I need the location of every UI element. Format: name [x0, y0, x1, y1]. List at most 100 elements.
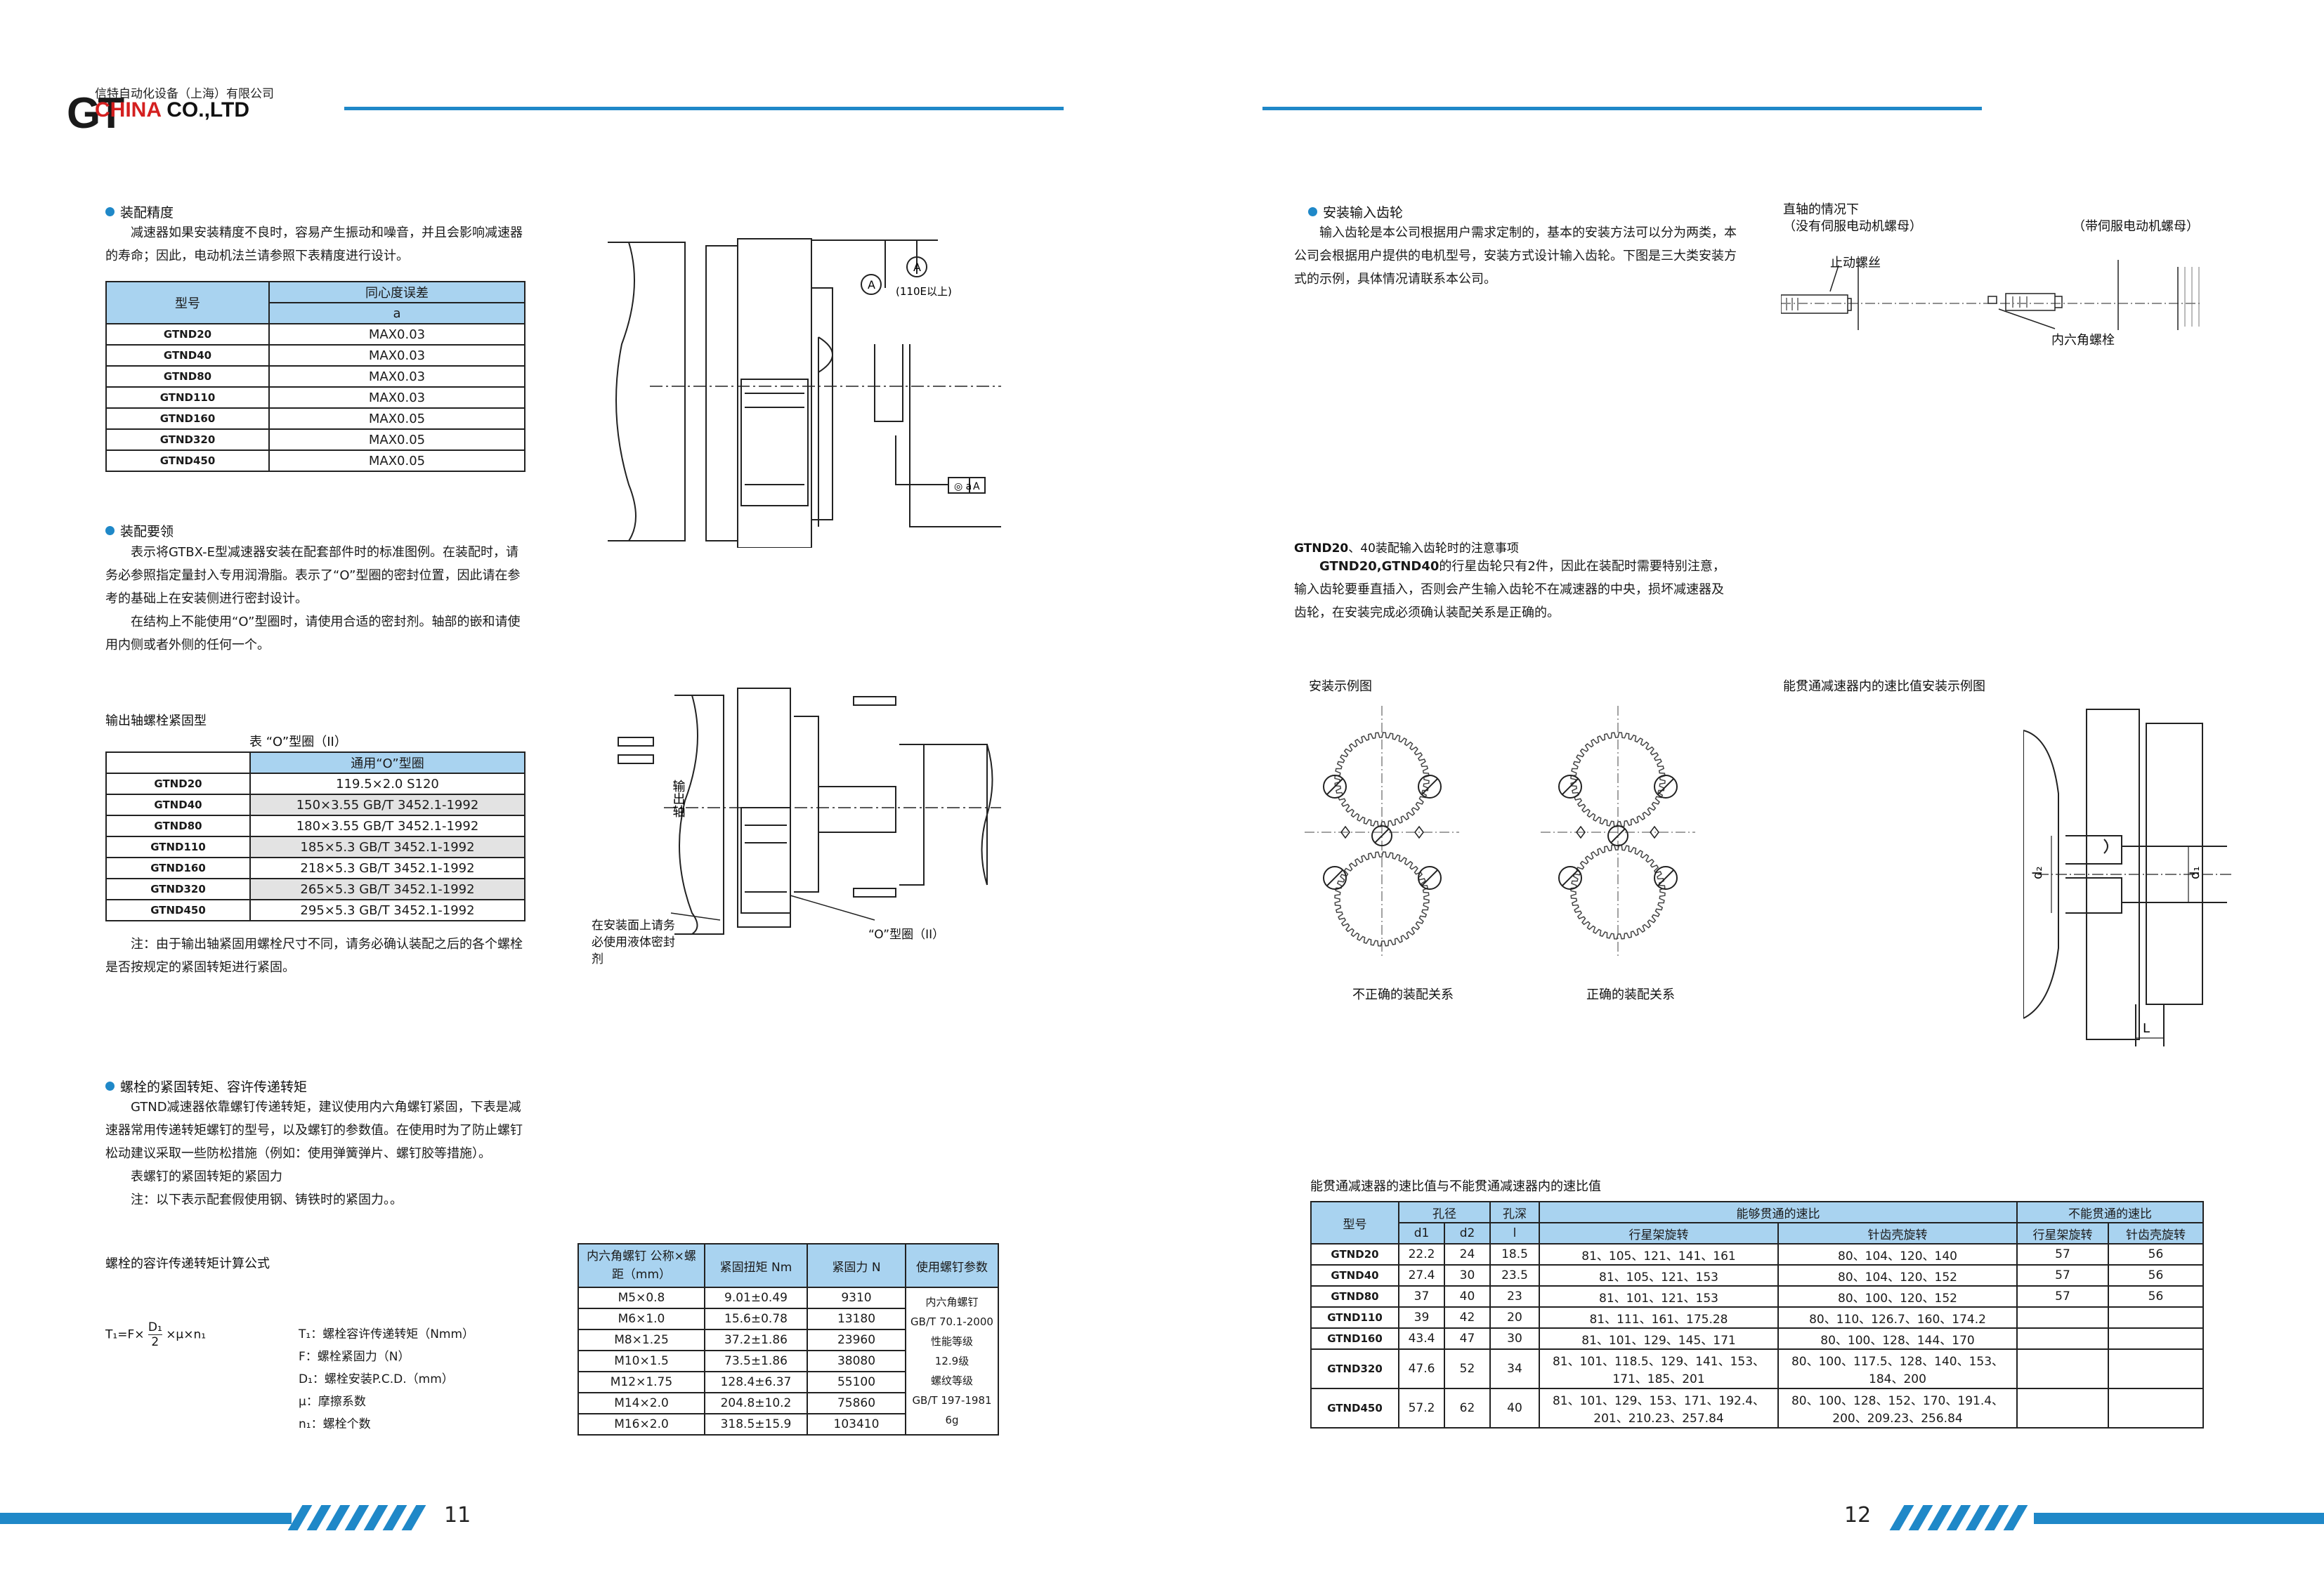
model-cell: GTND80 — [1310, 1285, 1399, 1308]
company-name-cn: 信特自动化设备（上海）有限公司 — [95, 87, 274, 101]
value-cell: MAX0.03 — [268, 344, 525, 367]
force-cell: 38080 — [807, 1350, 906, 1372]
npin-cell: 56 — [2108, 1285, 2204, 1308]
set-screw-label: 止动螺丝 — [1830, 256, 1881, 270]
planet-cell: 81、101、129、145、171 — [1539, 1327, 1779, 1350]
d2-cell: 24 — [1444, 1243, 1491, 1266]
assembly-points-body: 表示将GTBX-E型减速器安装在配套部件时的标准图例。在装配时，请务必参照指定量… — [105, 545, 521, 652]
bullet-icon — [1308, 207, 1317, 216]
value-cell: MAX0.03 — [268, 386, 525, 409]
pin-cell: 80、110、126.7、160、174.2 — [1777, 1306, 2018, 1329]
bullet-icon — [105, 207, 115, 216]
oring-note: 注：由于输出轴紧固用螺栓尺寸不同，请务必确认装配之后的各个螺栓是否按规定的紧固转… — [105, 937, 523, 975]
np-cell: 57 — [2016, 1264, 2109, 1287]
col-bore: 孔径 — [1398, 1201, 1491, 1223]
drawing-note: (110E以上) — [896, 285, 952, 298]
model-cell: GTND450 — [105, 899, 251, 921]
footer-bar-left — [0, 1513, 292, 1524]
accuracy-body: 减速器如果安装精度不良时，容易产生振动和噪音，并且会影响减速器的寿命；因此，电动… — [105, 225, 523, 263]
d2-cell: 52 — [1444, 1348, 1491, 1389]
col-params: 使用螺钉参数 — [905, 1243, 999, 1288]
value-cell: 185×5.3 GB/T 3452.1-1992 — [249, 836, 525, 858]
d1-cell: 39 — [1398, 1306, 1445, 1329]
pin-cell: 80、100、128、144、170 — [1777, 1327, 2018, 1350]
force-cell: 103410 — [807, 1413, 906, 1436]
pin-cell: 80、104、120、152 — [1777, 1264, 2018, 1287]
force-cell: 23960 — [807, 1329, 906, 1351]
section-title-assembly-points: 装配要领 — [105, 521, 174, 540]
value-cell: 218×5.3 GB/T 3452.1-1992 — [249, 857, 525, 879]
gear-diagrams — [1305, 706, 1695, 959]
d1-label: d₁ — [2188, 866, 2202, 879]
value-cell: 119.5×2.0 S120 — [249, 773, 525, 795]
model-cell: GTND40 — [1310, 1264, 1399, 1287]
planet-cell: 81、105、121、141、161 — [1539, 1243, 1779, 1266]
l-cell: 30 — [1489, 1327, 1540, 1350]
notice-body: GTND20,GTND40的行星齿轮只有2件，因此在装配时需要特别注意，输入齿轮… — [1294, 559, 1725, 620]
shaft-label: 输出轴 — [671, 780, 686, 817]
wrong-assembly-label: 不正确的装配关系 — [1352, 987, 1454, 1002]
value-cell: 265×5.3 GB/T 3452.1-1992 — [249, 878, 525, 900]
size-cell: M12×1.75 — [577, 1371, 705, 1393]
d1-cell: 47.6 — [1398, 1348, 1445, 1389]
force-cell: 75860 — [807, 1392, 906, 1414]
gear-icon — [1570, 844, 1666, 940]
formula-heading: 螺栓的容许传递转矩计算公式 — [105, 1256, 270, 1271]
d2-cell: 42 — [1444, 1306, 1491, 1329]
d2-cell: 47 — [1444, 1327, 1491, 1350]
planet-cell: 81、105、121、153 — [1539, 1264, 1779, 1287]
bolt-body: GTND减速器依靠螺钉传递转矩，建议使用内六角螺钉紧固，下表是减速器常用传递转矩… — [105, 1100, 523, 1207]
section-title-bolt: 螺栓的紧固转矩、容许传递转矩 — [105, 1077, 307, 1096]
svg-text:◎ a: ◎ a — [954, 481, 972, 492]
d1-cell: 37 — [1398, 1285, 1445, 1308]
value-cell: MAX0.05 — [268, 449, 525, 472]
model-cell: GTND320 — [1310, 1348, 1399, 1389]
value-cell: MAX0.05 — [268, 407, 525, 430]
model-cell: GTND160 — [105, 407, 270, 430]
col-cannot-pass: 不能贯通的速比 — [2016, 1201, 2204, 1223]
header-rule-left — [344, 107, 1064, 110]
sealant-note: 在安装面上请务必使用液体密封剂 — [592, 919, 675, 966]
bullet-icon — [105, 1082, 115, 1091]
size-cell: M10×1.5 — [577, 1350, 705, 1372]
l-cell: 40 — [1489, 1388, 1540, 1429]
npin-cell: 56 — [2108, 1243, 2204, 1266]
col-can-pass: 能够贯通的速比 — [1539, 1201, 2018, 1223]
planet-cell: 81、101、121、153 — [1539, 1285, 1779, 1308]
install-example-label: 安装示例图 — [1309, 679, 1372, 694]
np-cell: 57 — [2016, 1243, 2109, 1266]
model-cell: GTND20 — [1310, 1243, 1399, 1266]
model-cell: GTND160 — [1310, 1327, 1399, 1350]
model-cell: GTND110 — [105, 836, 251, 858]
d1-cell: 22.2 — [1398, 1243, 1445, 1266]
planet-cell: 81、101、129、153、171、192.4、201、210.23、257.… — [1539, 1388, 1779, 1429]
page-number-right: 12 — [1844, 1503, 1872, 1528]
assembly-accuracy-drawing: A A ◎ a A (110E以上) — [608, 238, 1001, 548]
torque-cell: 73.5±1.86 — [704, 1350, 808, 1372]
pin-cell: 80、100、128、152、170、191.4、200、209.23、256.… — [1777, 1388, 2018, 1429]
col-concentricity: 同心度误差 — [268, 281, 525, 303]
ratio-table: 型号 孔径 孔深 能够贯通的速比 不能贯通的速比 d1 d2 l 行星架旋转 针… — [1310, 1201, 2204, 1429]
size-cell: M6×1.0 — [577, 1308, 705, 1330]
torque-cell: 37.2±1.86 — [704, 1329, 808, 1351]
footer-stripes-left — [287, 1505, 429, 1530]
gear-icon — [1570, 732, 1666, 827]
